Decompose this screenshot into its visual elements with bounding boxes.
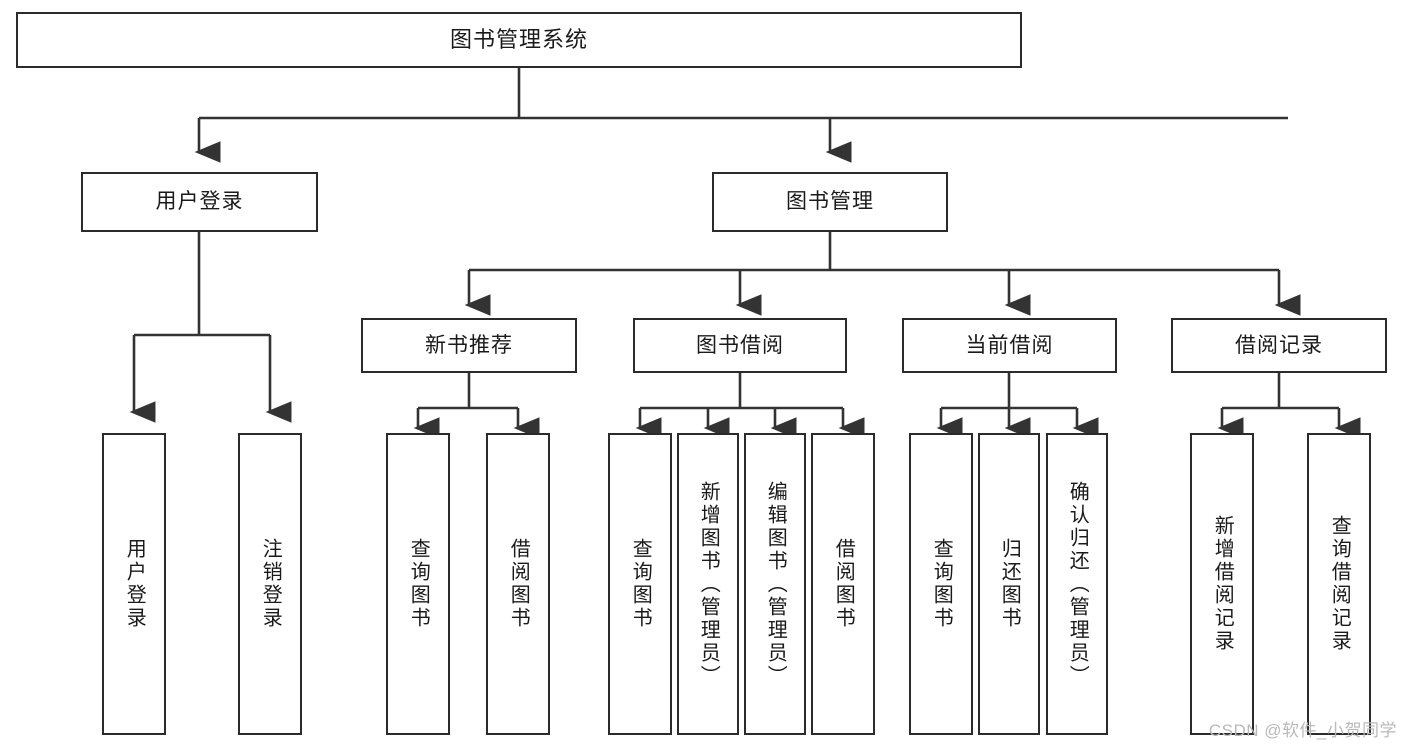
node-root-system[interactable]: 图书管理系统 <box>16 12 1022 68</box>
leaf-book-borrow-borrow-book[interactable]: 借阅图书 <box>811 433 875 735</box>
leaf-book-borrow-query-book[interactable]: 查询图书 <box>608 433 672 735</box>
leaf-book-borrow-edit-book-admin[interactable]: 编辑图书（管理员） <box>744 433 806 735</box>
node-borrow-record[interactable]: 借阅记录 <box>1171 318 1387 373</box>
csdn-watermark: CSDN @软件_小贺同学 <box>1208 721 1397 740</box>
leaf-borrow-record-query-record[interactable]: 查询借阅记录 <box>1307 433 1371 735</box>
leaf-user-login-login[interactable]: 用户登录 <box>102 433 166 735</box>
leaf-borrow-record-add-record[interactable]: 新增借阅记录 <box>1190 433 1254 735</box>
leaf-user-login-logout[interactable]: 注销登录 <box>238 433 302 735</box>
leaf-current-borrow-return-book[interactable]: 归还图书 <box>978 433 1040 735</box>
leaf-new-book-query-book[interactable]: 查询图书 <box>386 433 450 735</box>
leaf-new-book-borrow-book[interactable]: 借阅图书 <box>486 433 550 735</box>
node-current-borrow[interactable]: 当前借阅 <box>902 318 1117 373</box>
leaf-current-borrow-confirm-return-admin[interactable]: 确认归还（管理员） <box>1046 433 1108 735</box>
leaf-current-borrow-query-book[interactable]: 查询图书 <box>909 433 973 735</box>
leaf-book-borrow-add-book-admin[interactable]: 新增图书（管理员） <box>677 433 739 735</box>
node-book-management[interactable]: 图书管理 <box>712 172 948 232</box>
node-new-book-recommend[interactable]: 新书推荐 <box>361 318 577 373</box>
node-book-borrow[interactable]: 图书借阅 <box>633 318 847 373</box>
node-user-login[interactable]: 用户登录 <box>81 172 318 232</box>
